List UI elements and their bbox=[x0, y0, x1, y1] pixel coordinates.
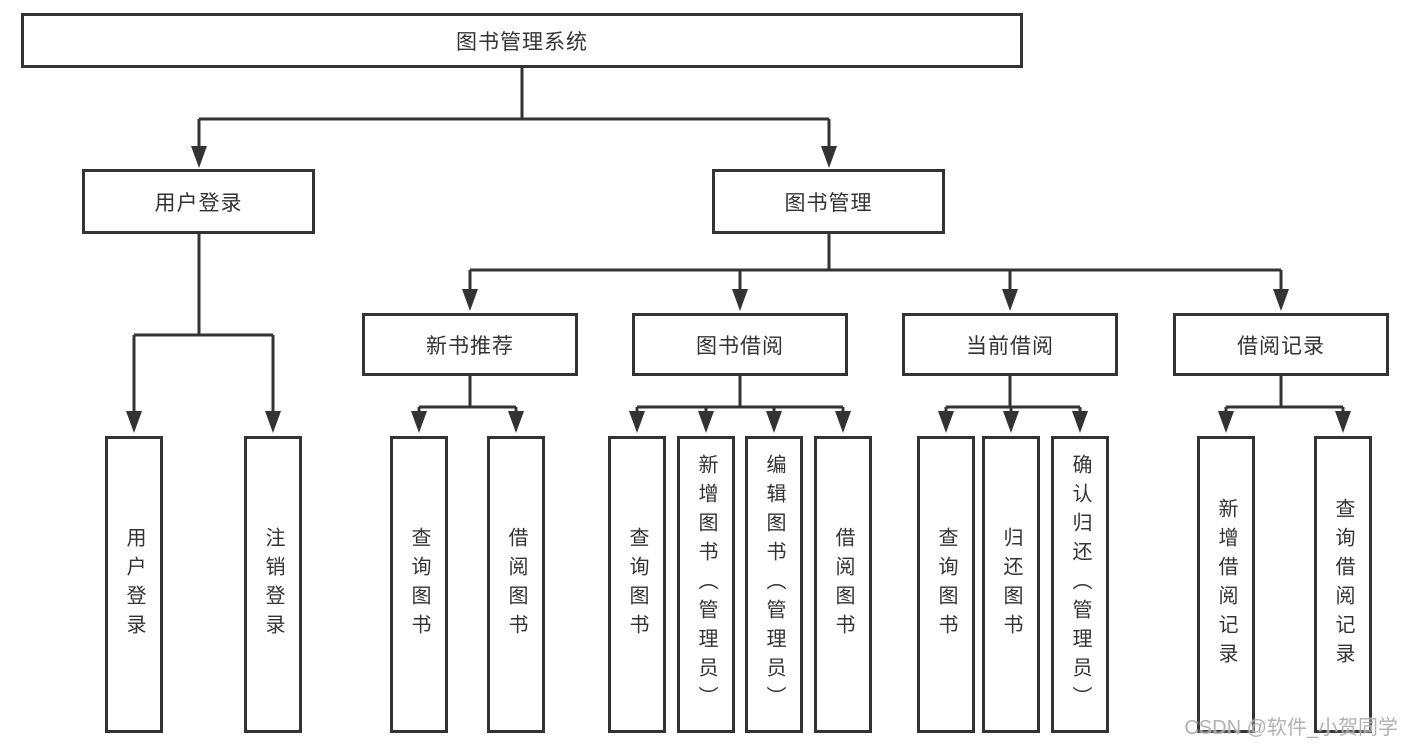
leaf-current-confirm-return-admin: 确认归还（管理员） bbox=[1051, 436, 1109, 733]
arrow-down-icon bbox=[1002, 289, 1018, 311]
node-label: 图书管理 bbox=[784, 191, 873, 215]
leaf-newbook-query-books: 查询图书 bbox=[390, 436, 448, 733]
connector-user-login-to-leaves bbox=[126, 234, 281, 433]
connector-root-to-level2 bbox=[191, 68, 837, 168]
arrow-down-icon bbox=[629, 411, 645, 433]
leaf-label: 注销登录 bbox=[262, 526, 284, 643]
leaf-label: 借阅图书 bbox=[505, 526, 527, 643]
arrow-down-icon bbox=[835, 411, 851, 433]
leaf-user-login: 用户登录 bbox=[105, 436, 163, 733]
connector-new-book-recommendation-to-leaves bbox=[411, 376, 524, 433]
arrow-down-icon bbox=[1072, 411, 1088, 433]
connector-borrowing-records-to-leaves bbox=[1218, 375, 1351, 433]
leaf-label: 查询图书 bbox=[408, 526, 430, 643]
leaf-current-return-books: 归还图书 bbox=[982, 436, 1040, 733]
leaf-newbook-borrow-books: 借阅图书 bbox=[487, 436, 545, 733]
arrow-down-icon bbox=[1003, 411, 1019, 433]
leaf-label: 编辑图书（管理员） bbox=[763, 454, 785, 715]
connector-book-borrowing-to-leaves bbox=[629, 376, 851, 433]
csdn-watermark: CSDN @软件_小贺同学 bbox=[1184, 717, 1398, 739]
leaf-logout: 注销登录 bbox=[244, 436, 302, 733]
arrow-down-icon bbox=[1335, 411, 1351, 433]
node-label: 新书推荐 bbox=[426, 334, 514, 358]
arrow-down-icon bbox=[191, 146, 207, 168]
arrow-down-icon bbox=[1218, 411, 1234, 433]
leaf-label: 查询图书 bbox=[935, 526, 957, 643]
node-new-book-recommendation: 新书推荐 bbox=[362, 313, 578, 376]
leaf-label: 查询图书 bbox=[626, 526, 648, 643]
node-label: 图书管理系统 bbox=[456, 30, 588, 54]
arrow-down-icon bbox=[265, 411, 281, 433]
leaf-label: 新增借阅记录 bbox=[1215, 497, 1237, 672]
node-book-management: 图书管理 bbox=[712, 169, 945, 234]
leaf-borrow-query-books: 查询图书 bbox=[608, 436, 666, 733]
leaf-label: 借阅图书 bbox=[832, 526, 854, 643]
arrow-down-icon bbox=[732, 289, 748, 311]
node-book-borrowing: 图书借阅 bbox=[632, 313, 848, 376]
leaf-borrow-edit-books-admin: 编辑图书（管理员） bbox=[745, 436, 803, 733]
leaf-label: 用户登录 bbox=[123, 526, 145, 643]
arrow-down-icon bbox=[126, 411, 142, 433]
node-user-login: 用户登录 bbox=[82, 169, 315, 234]
arrow-down-icon bbox=[938, 411, 954, 433]
arrow-down-icon bbox=[698, 411, 714, 433]
node-borrowing-records: 借阅记录 bbox=[1173, 313, 1389, 376]
leaf-label: 归还图书 bbox=[1000, 526, 1022, 643]
leaf-records-query-borrow-record: 查询借阅记录 bbox=[1314, 436, 1372, 733]
arrow-down-icon bbox=[462, 289, 478, 311]
leaf-label: 确认归还（管理员） bbox=[1069, 454, 1091, 715]
arrow-down-icon bbox=[411, 411, 427, 433]
connector-book-management-to-level3 bbox=[462, 233, 1289, 311]
arrow-down-icon bbox=[508, 411, 524, 433]
node-label: 借阅记录 bbox=[1237, 334, 1325, 358]
arrow-down-icon bbox=[821, 146, 837, 168]
node-label: 用户登录 bbox=[154, 191, 243, 215]
node-label: 图书借阅 bbox=[696, 334, 784, 358]
leaf-label: 新增图书（管理员） bbox=[695, 454, 717, 715]
connector-current-borrowing-to-leaves bbox=[938, 376, 1088, 433]
arrow-down-icon bbox=[766, 411, 782, 433]
arrow-down-icon bbox=[1273, 289, 1289, 311]
node-library-management-system: 图书管理系统 bbox=[21, 13, 1023, 68]
node-label: 当前借阅 bbox=[966, 334, 1054, 358]
leaf-current-query-books: 查询图书 bbox=[917, 436, 975, 733]
node-current-borrowing: 当前借阅 bbox=[902, 313, 1118, 376]
leaf-records-add-borrow-record: 新增借阅记录 bbox=[1197, 436, 1255, 733]
leaf-borrow-borrow-books: 借阅图书 bbox=[814, 436, 872, 733]
leaf-borrow-add-books-admin: 新增图书（管理员） bbox=[677, 436, 735, 733]
leaf-label: 查询借阅记录 bbox=[1332, 497, 1354, 672]
